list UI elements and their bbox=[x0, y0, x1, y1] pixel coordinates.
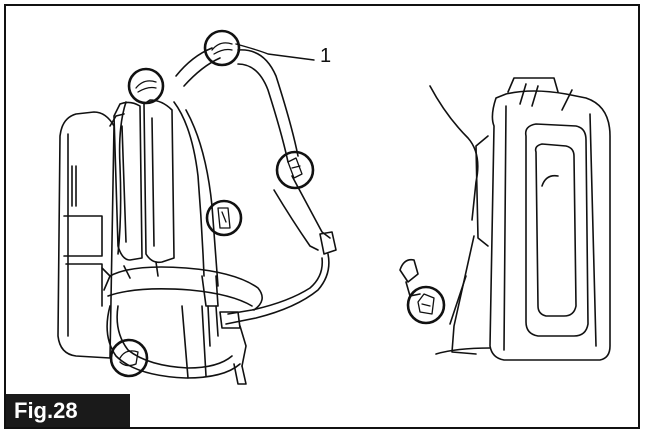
left-shoulder-strap bbox=[117, 101, 219, 347]
right-shoulder-strap bbox=[225, 175, 337, 325]
callout-circle-right bbox=[406, 285, 446, 325]
callout-leader-line bbox=[235, 43, 315, 61]
backpack-harness-illustration bbox=[57, 29, 611, 385]
top-strap bbox=[175, 47, 299, 163]
figure-frame: 1 Fig.28 bbox=[4, 4, 640, 429]
waist-belt bbox=[101, 261, 263, 385]
strap-clip-callout-icon bbox=[119, 42, 303, 367]
figure-label: Fig.28 bbox=[6, 394, 130, 427]
backpack-frame-left bbox=[57, 99, 175, 359]
backpack-side-view-illustration bbox=[399, 77, 611, 361]
callout-number-1: 1 bbox=[320, 45, 332, 67]
callout-circles-left bbox=[109, 29, 315, 378]
